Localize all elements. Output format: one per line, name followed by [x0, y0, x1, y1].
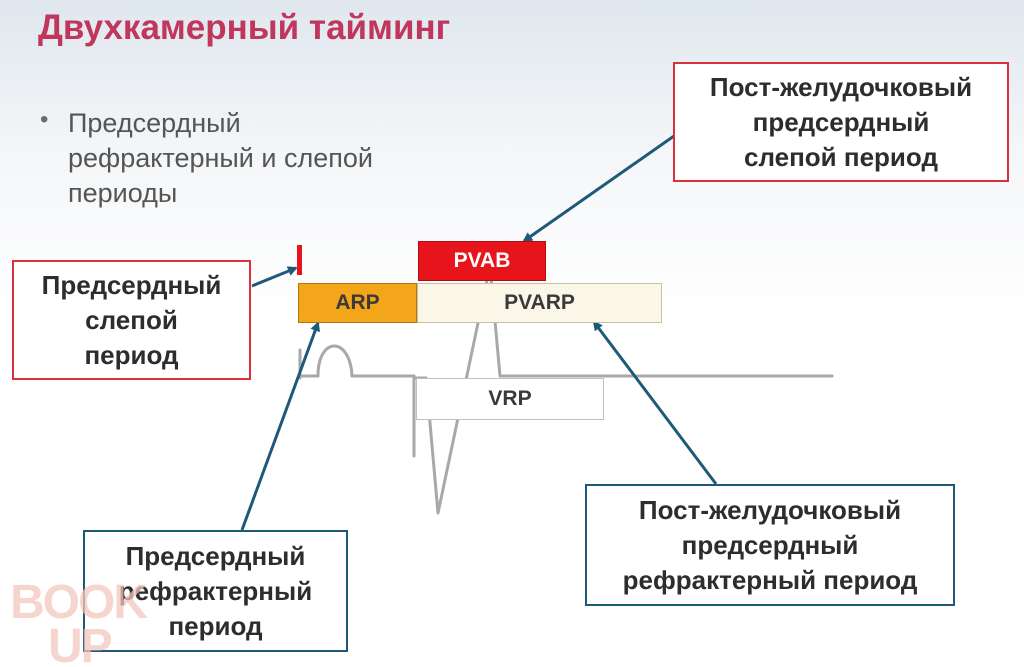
- bullet-list: • Предсердный рефрактерный и слепой пери…: [40, 106, 420, 211]
- arp-callout: Предсердный рефрактерный период: [83, 530, 348, 652]
- arp-callout-text: Предсердный рефрактерный период: [118, 540, 313, 641]
- vrp-bar: VRP: [416, 378, 604, 420]
- atrial-blanking-callout-text: Предсердный слепой период: [41, 269, 222, 370]
- watermark-logo: BOOK UP: [10, 576, 150, 665]
- bullet-text: Предсердный рефрактерный и слепой период…: [68, 108, 373, 208]
- watermark-line1: BOOK: [10, 576, 148, 629]
- arrow-atrial-blanking: [251, 266, 298, 288]
- atrial-blanking-callout: Предсердный слепой период: [12, 260, 251, 380]
- pvab-callout-text: Пост-желудочковый предсердный слепой пер…: [709, 71, 973, 172]
- atrial-sense-marker: [297, 245, 302, 275]
- pvab-callout: Пост-желудочковый предсердный слепой пер…: [673, 62, 1009, 182]
- arrow-pvab: [522, 134, 675, 243]
- slide-title: Двухкамерный тайминг: [38, 8, 451, 47]
- pvarp-bar: PVARP: [417, 283, 662, 323]
- bullet-dot: •: [40, 106, 49, 133]
- arrow-pvarp: [592, 320, 718, 485]
- pvarp-callout: Пост-желудочковый предсердный рефрактерн…: [585, 484, 955, 606]
- arrow-arp: [240, 321, 320, 531]
- pvarp-callout-text: Пост-желудочковый предсердный рефрактерн…: [622, 494, 918, 595]
- watermark-line2: UP: [48, 620, 112, 665]
- pvab-bar: PVAB: [418, 241, 546, 281]
- arp-bar: ARP: [298, 283, 417, 323]
